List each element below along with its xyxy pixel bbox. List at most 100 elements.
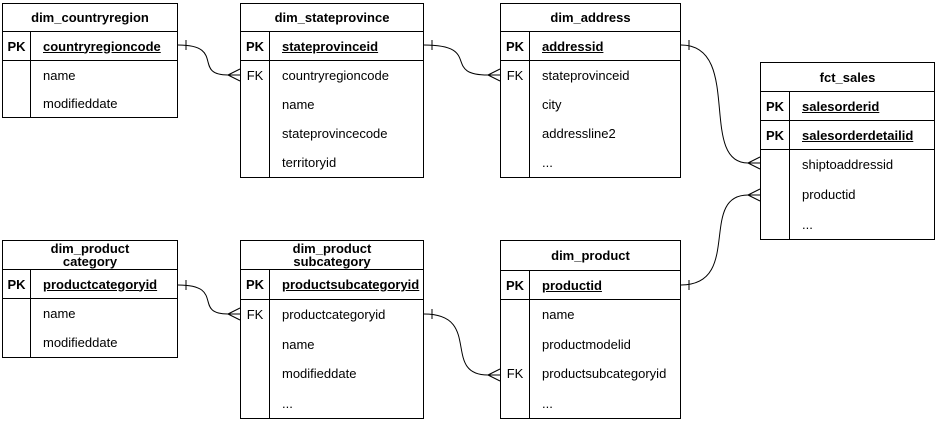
table-title-line: subcategory: [293, 254, 371, 269]
field-name: stateprovincecode: [282, 126, 388, 141]
key-type-label: PK: [241, 270, 270, 299]
field-name: city: [542, 97, 562, 112]
crow-foot-prong: [227, 313, 241, 321]
field-name: name: [282, 336, 315, 352]
table-title: fct_sales: [761, 63, 934, 92]
key-type-label: [761, 150, 790, 180]
key-type-label: PK: [761, 92, 790, 120]
crow-foot-prong: [487, 374, 501, 382]
table-row: productid: [761, 179, 934, 210]
crow-foot-prong: [227, 74, 241, 82]
connector-dim_stateprovince-dim_address[interactable]: [423, 40, 501, 82]
table-row: name: [3, 299, 177, 328]
table-title: dim_address: [501, 4, 680, 32]
field-name: addressline2: [542, 126, 616, 141]
field-name: productsubcategoryid: [282, 277, 420, 292]
table-title-line: dim_product: [292, 241, 372, 256]
key-type-label: [3, 89, 31, 117]
crow-foot-prong: [747, 194, 761, 202]
key-type-label: FK: [501, 359, 530, 389]
key-type-label: [761, 179, 790, 210]
table-row: ...: [761, 209, 934, 240]
key-type-label: [501, 388, 530, 418]
table-row: city: [501, 90, 680, 119]
key-type-label: [241, 329, 270, 359]
connector-line: [177, 44, 229, 76]
table-row: name: [501, 300, 680, 330]
key-type-label: [3, 61, 31, 89]
table-row: PK productsubcategoryid: [241, 270, 423, 300]
table-title-line: fct_sales: [819, 69, 876, 85]
connector-line: [680, 44, 749, 164]
connector-dim_productsubcategory-dim_product[interactable]: [423, 309, 501, 382]
connector-line: [680, 194, 749, 286]
connector-dim_address-fct_sales[interactable]: [680, 40, 761, 170]
key-type-label: PK: [241, 32, 270, 60]
field-name: name: [43, 67, 76, 83]
field-name: shiptoaddressid: [802, 157, 894, 173]
key-type-label: [241, 359, 270, 389]
field-name: productid: [802, 187, 856, 202]
crow-foot-prong: [227, 68, 241, 76]
field-name: name: [282, 97, 315, 112]
key-type-label: PK: [501, 32, 530, 60]
connector-dim_countryregion-dim_stateprovince[interactable]: [177, 40, 241, 82]
key-type-label: FK: [241, 300, 270, 330]
key-type-label: [241, 119, 270, 148]
table-row: name: [3, 61, 177, 89]
field-name: modifieddate: [43, 95, 118, 111]
table-row: name: [241, 329, 423, 359]
table-row: territoryid: [241, 148, 423, 177]
field-name: ...: [542, 395, 553, 411]
table-row: ...: [241, 388, 423, 418]
key-type-label: [501, 119, 530, 148]
connector-dim_product-fct_sales[interactable]: [680, 188, 761, 290]
field-name: productmodelid: [542, 336, 631, 352]
key-type-label: PK: [501, 271, 530, 299]
table-title-line: category: [62, 254, 118, 269]
connector-dim_productcategory-dim_productsubcategory[interactable]: [177, 280, 241, 321]
key-type-label: PK: [3, 270, 31, 298]
table-title-line: dim_stateprovince: [274, 10, 390, 25]
table-title: dim_product: [501, 241, 680, 271]
field-name: productid: [542, 277, 602, 293]
table-row: PK productid: [501, 271, 680, 300]
field-name: ...: [802, 216, 813, 232]
crow-foot-prong: [747, 156, 761, 164]
crow-foot-prong: [227, 307, 241, 315]
key-type-label: [501, 329, 530, 359]
field-name: name: [43, 306, 76, 321]
table-title-line: dim_countryregion: [31, 10, 149, 25]
connector-line: [177, 284, 229, 315]
table-title-line: dim_address: [550, 10, 631, 25]
field-name: salesorderdetailid: [802, 127, 914, 143]
table-row: stateprovincecode: [241, 119, 423, 148]
field-name: productcategoryid: [43, 276, 158, 292]
key-type-label: [3, 328, 31, 357]
key-type-label: [3, 299, 31, 328]
key-type-label: [501, 148, 530, 177]
